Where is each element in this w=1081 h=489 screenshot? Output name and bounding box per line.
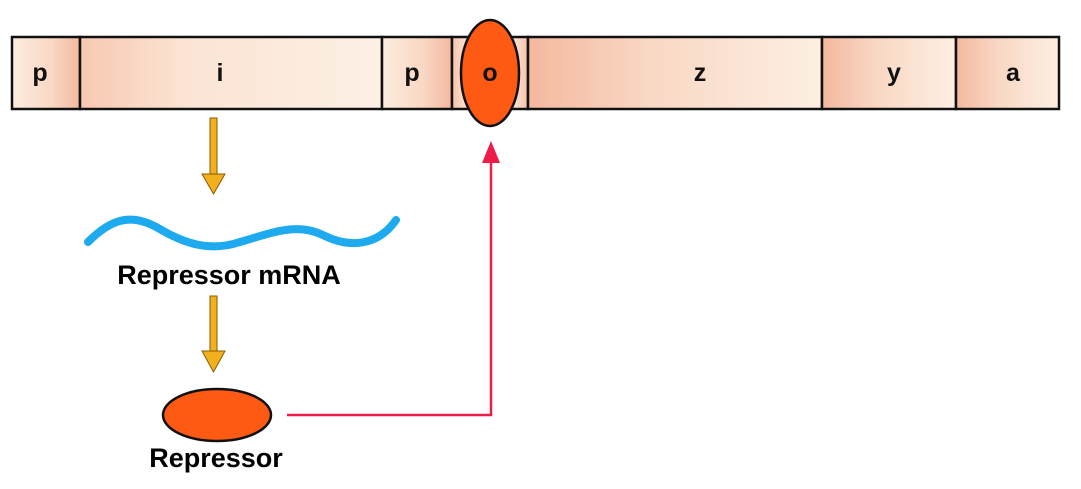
binding-arrow (287, 141, 500, 417)
segment-labels: p i p o z y a (32, 59, 1021, 87)
segment-a (954, 35, 1061, 111)
repressor-caption: Repressor (149, 443, 283, 473)
segment-z (526, 35, 824, 111)
segment-label-y: y (887, 59, 901, 87)
transcription-arrow (201, 117, 226, 196)
operator-bound-repressor (459, 18, 521, 128)
segment-label-p-repressor: p (32, 59, 47, 87)
translation-arrow (201, 295, 226, 374)
segment-p-repressor (10, 35, 82, 111)
mrna-caption: Repressor mRNA (117, 260, 341, 290)
segment-label-i: i (217, 59, 224, 87)
repressor-protein (161, 387, 273, 443)
segment-i (78, 35, 384, 111)
segment-label-z: z (694, 59, 707, 87)
segment-label-o: o (482, 59, 497, 87)
segment-p (380, 35, 454, 111)
operon-bar (10, 35, 1061, 111)
mrna-strand (84, 215, 400, 251)
segment-label-p: p (404, 59, 419, 87)
segment-label-a: a (1006, 59, 1021, 87)
